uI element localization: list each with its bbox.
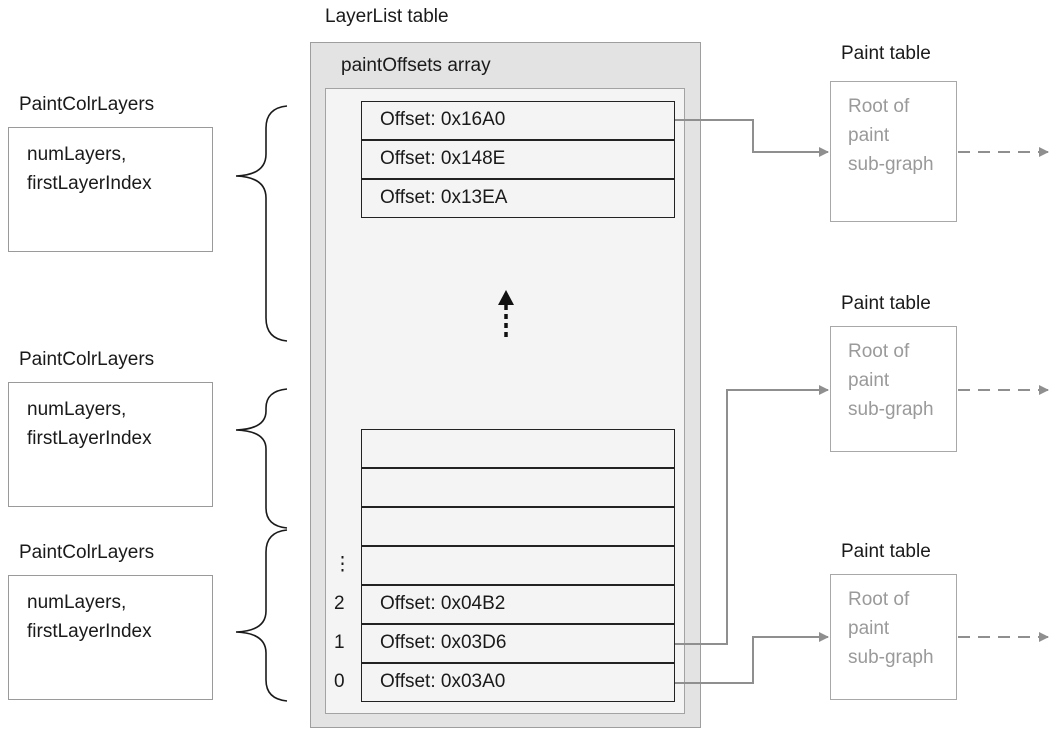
paint-colr-layers-title-3: PaintColrLayers — [19, 542, 155, 563]
offset-cell-0: Offset: 0x03A0 — [361, 663, 675, 702]
brace-3 — [235, 529, 288, 702]
paint-root-label: paint — [848, 370, 890, 391]
paint-table-title-2: Paint table — [841, 293, 931, 314]
offset-cell-empty-2 — [361, 507, 675, 546]
paint-table-box-2: Root of paint sub-graph — [830, 326, 957, 452]
row-index-ellipsis: ⋮ — [333, 554, 352, 575]
paint-table-box-3: Root of paint sub-graph — [830, 574, 957, 700]
brace-1 — [235, 105, 288, 342]
offset-cell-1: Offset: 0x03D6 — [361, 624, 675, 663]
connector-0x16A0 — [675, 119, 829, 157]
offset-cell-top-0: Offset: 0x16A0 — [361, 101, 675, 140]
offset-cell-empty-1 — [361, 468, 675, 507]
connector-0x03D6 — [675, 385, 829, 645]
offset-cell-top-1: Offset: 0x148E — [361, 140, 675, 179]
paint-colr-layers-box-3: numLayers, firstLayerIndex — [8, 575, 213, 700]
first-layer-index-label: firstLayerIndex — [27, 428, 152, 449]
paint-colr-layers-box-1: numLayers, firstLayerIndex — [8, 127, 213, 252]
paint-root-label: sub-graph — [848, 399, 934, 420]
brace-2 — [235, 388, 288, 529]
paint-root-label: sub-graph — [848, 647, 934, 668]
num-layers-label: numLayers, — [27, 144, 127, 165]
row-index-2: 2 — [334, 593, 345, 614]
offset-cell-2: Offset: 0x04B2 — [361, 585, 675, 624]
num-layers-label: numLayers, — [27, 399, 127, 420]
paint-root-label: sub-graph — [848, 154, 934, 175]
paint-colr-layers-title-2: PaintColrLayers — [19, 349, 155, 370]
first-layer-index-label: firstLayerIndex — [27, 621, 152, 642]
offset-cell-top-2: Offset: 0x13EA — [361, 179, 675, 218]
paint-colr-layers-box-2: numLayers, firstLayerIndex — [8, 382, 213, 507]
paint-root-label: Root of — [848, 589, 910, 610]
offset-cell-empty-3 — [361, 546, 675, 585]
paint-root-label: Root of — [848, 341, 910, 362]
row-index-1: 1 — [334, 632, 345, 653]
paint-offsets-title: paintOffsets array — [341, 55, 491, 76]
paint-table-box-1: Root of paint sub-graph — [830, 81, 957, 222]
up-arrow-head — [498, 290, 514, 305]
row-index-0: 0 — [334, 671, 345, 692]
paint-root-label: paint — [848, 618, 890, 639]
paint-colr-layers-title-1: PaintColrLayers — [19, 94, 155, 115]
num-layers-label: numLayers, — [27, 592, 127, 613]
first-layer-index-label: firstLayerIndex — [27, 173, 152, 194]
paint-table-title-3: Paint table — [841, 541, 931, 562]
offset-cell-empty-0 — [361, 429, 675, 468]
paint-root-label: paint — [848, 125, 890, 146]
paint-table-title-1: Paint table — [841, 43, 931, 64]
layerlist-title: LayerList table — [325, 6, 449, 27]
connector-0x03A0 — [675, 632, 829, 684]
paint-root-label: Root of — [848, 96, 910, 117]
